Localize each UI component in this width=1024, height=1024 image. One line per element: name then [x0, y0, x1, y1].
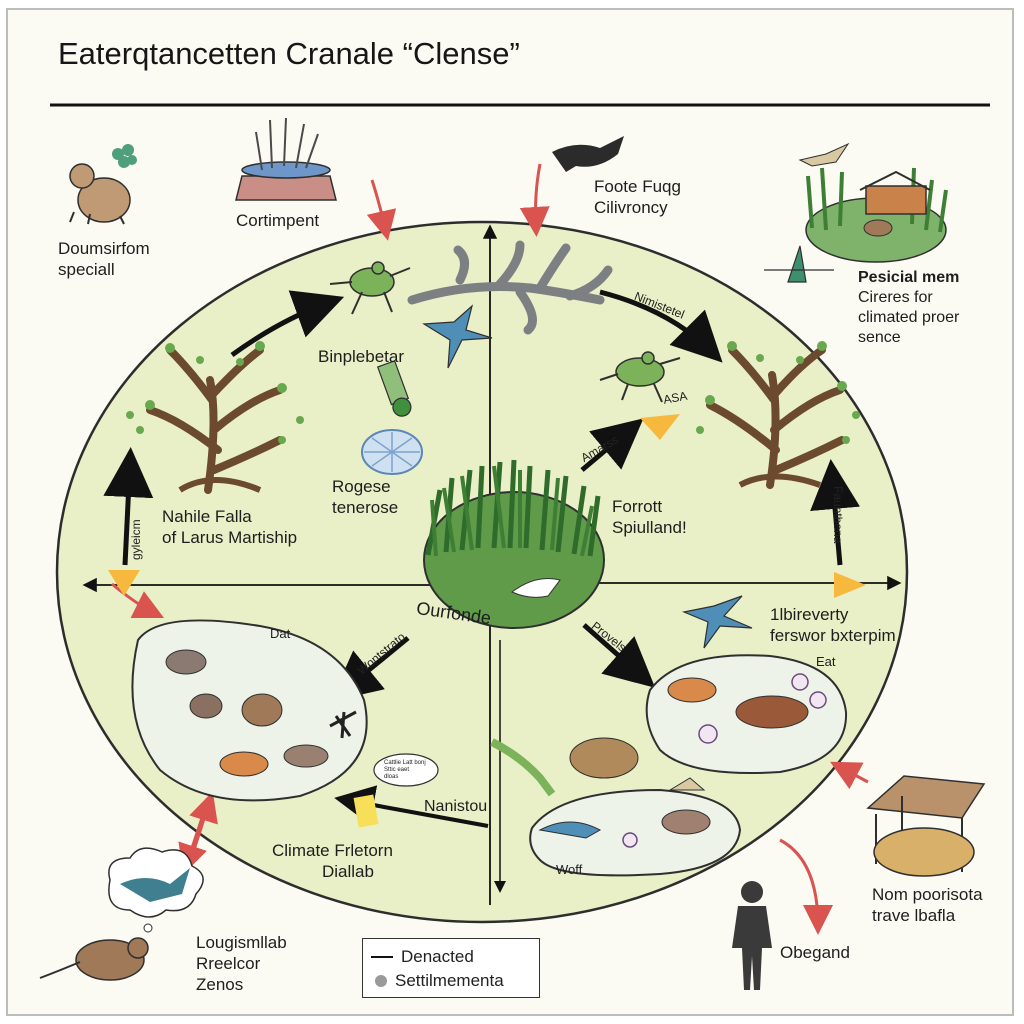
label-gyleicm: gyleicm: [129, 519, 143, 560]
label-dat: Dat: [270, 626, 291, 641]
legend-row-dot: Settilmementa: [371, 969, 531, 993]
arrow-top-right: [599, 289, 723, 363]
grass-stump-icon: [235, 117, 337, 201]
legend-dot-swatch: [375, 975, 387, 987]
animal-pocket-right: [645, 654, 848, 775]
page-title: Eaterqtancetten Cranale “Clense”: [58, 36, 520, 71]
red-arrow-bottom-left-2: [189, 791, 218, 857]
animal-pocket-left: [131, 619, 368, 802]
label-nanistou: Nanistou: [424, 798, 488, 815]
label-woff: Woff: [556, 862, 583, 877]
arrow-top-left: [230, 290, 345, 358]
label-fauntbena: Fauntbena: [831, 486, 845, 544]
triangle-marker-left: [108, 570, 140, 596]
red-arrow-obegand: [779, 838, 833, 935]
red-arrow-left-pocket: [111, 582, 165, 619]
label-eat: Eat: [816, 654, 836, 669]
label-cortimpent: Cortimpent: [236, 211, 320, 230]
antler-branch: [407, 240, 613, 335]
blue-creature-right: [681, 595, 753, 649]
green-creature-right: [599, 351, 681, 403]
arrow-center-down-right: [582, 623, 656, 688]
legend-line-swatch: [371, 956, 393, 958]
cloud-bottom-left: [108, 847, 204, 933]
hut-bottom-right: [866, 775, 986, 877]
black-animal-top: [552, 136, 624, 172]
label-binplebetar: Binplebetar: [318, 347, 405, 366]
legend-row-line: Denacted: [371, 945, 531, 969]
legend-dot-label: Settilmementa: [395, 971, 504, 990]
red-arrow-hut: [830, 761, 869, 790]
rodent-top-left: [69, 163, 131, 225]
animal-pocket-bottom: [490, 737, 742, 877]
habitat-top-right: [764, 142, 948, 283]
blue-shell-icon: [361, 429, 423, 475]
label-obegand: Obegand: [780, 943, 850, 962]
thought-bubble: [373, 753, 439, 787]
triangle-marker-right: [834, 572, 866, 598]
square-marker-bottom: [353, 794, 379, 828]
arrow-center-up: [580, 418, 644, 472]
tree-right: [696, 341, 860, 489]
green-creature-top: [329, 261, 411, 315]
clover-icon: [112, 144, 137, 168]
triangle-marker-center-right: [640, 414, 680, 440]
person-icon: [732, 881, 772, 990]
arrow-left-up: [103, 447, 154, 566]
blue-creature-top: [422, 304, 493, 369]
legend: Denacted Settilmementa: [362, 938, 540, 998]
tree-left: [126, 341, 304, 494]
grass-mound-center: [423, 459, 605, 629]
rat-bottom-left: [39, 937, 149, 981]
red-arrow-foote: [519, 163, 550, 237]
red-arrow-cortimpent: [366, 179, 397, 241]
arrow-right-up: [810, 459, 860, 566]
green-probe-icon: [376, 360, 412, 417]
legend-line-label: Denacted: [401, 947, 474, 966]
